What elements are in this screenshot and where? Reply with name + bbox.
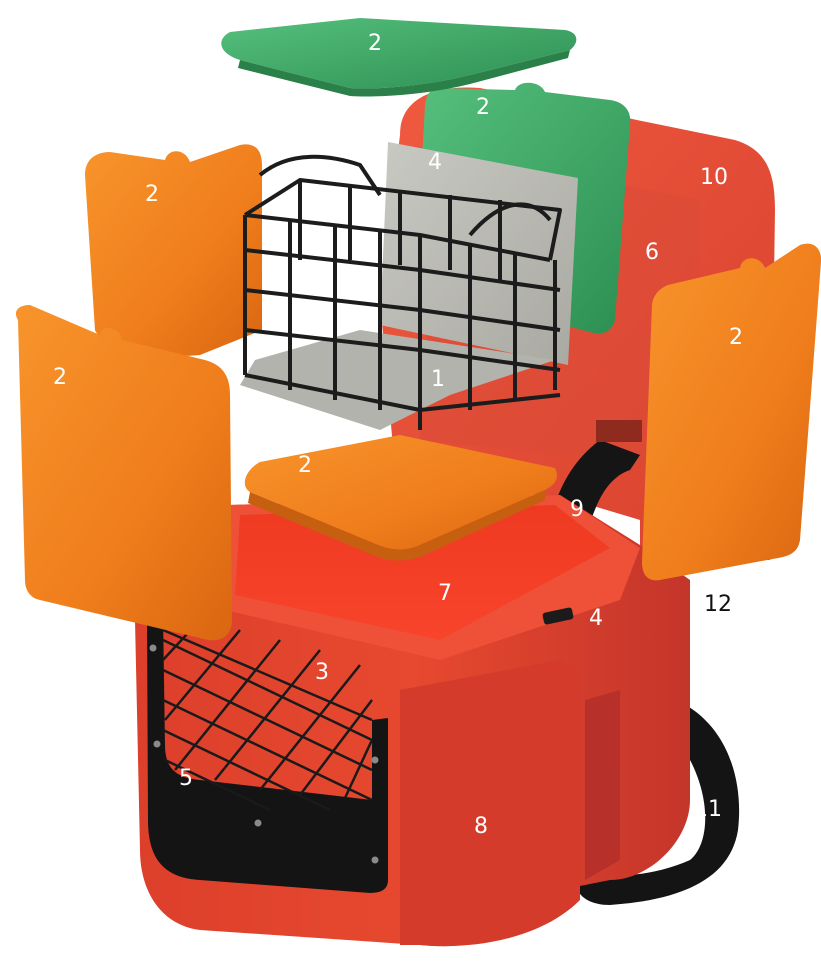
orange-cold-pack-left-front (16, 305, 232, 640)
side-recess (585, 690, 620, 880)
hinge-slot (596, 420, 642, 442)
orange-cold-pack-right (642, 244, 821, 581)
box-front-face (400, 660, 580, 946)
green-cold-pack-top (221, 18, 576, 88)
orange-cold-pack-left-back (85, 144, 262, 356)
